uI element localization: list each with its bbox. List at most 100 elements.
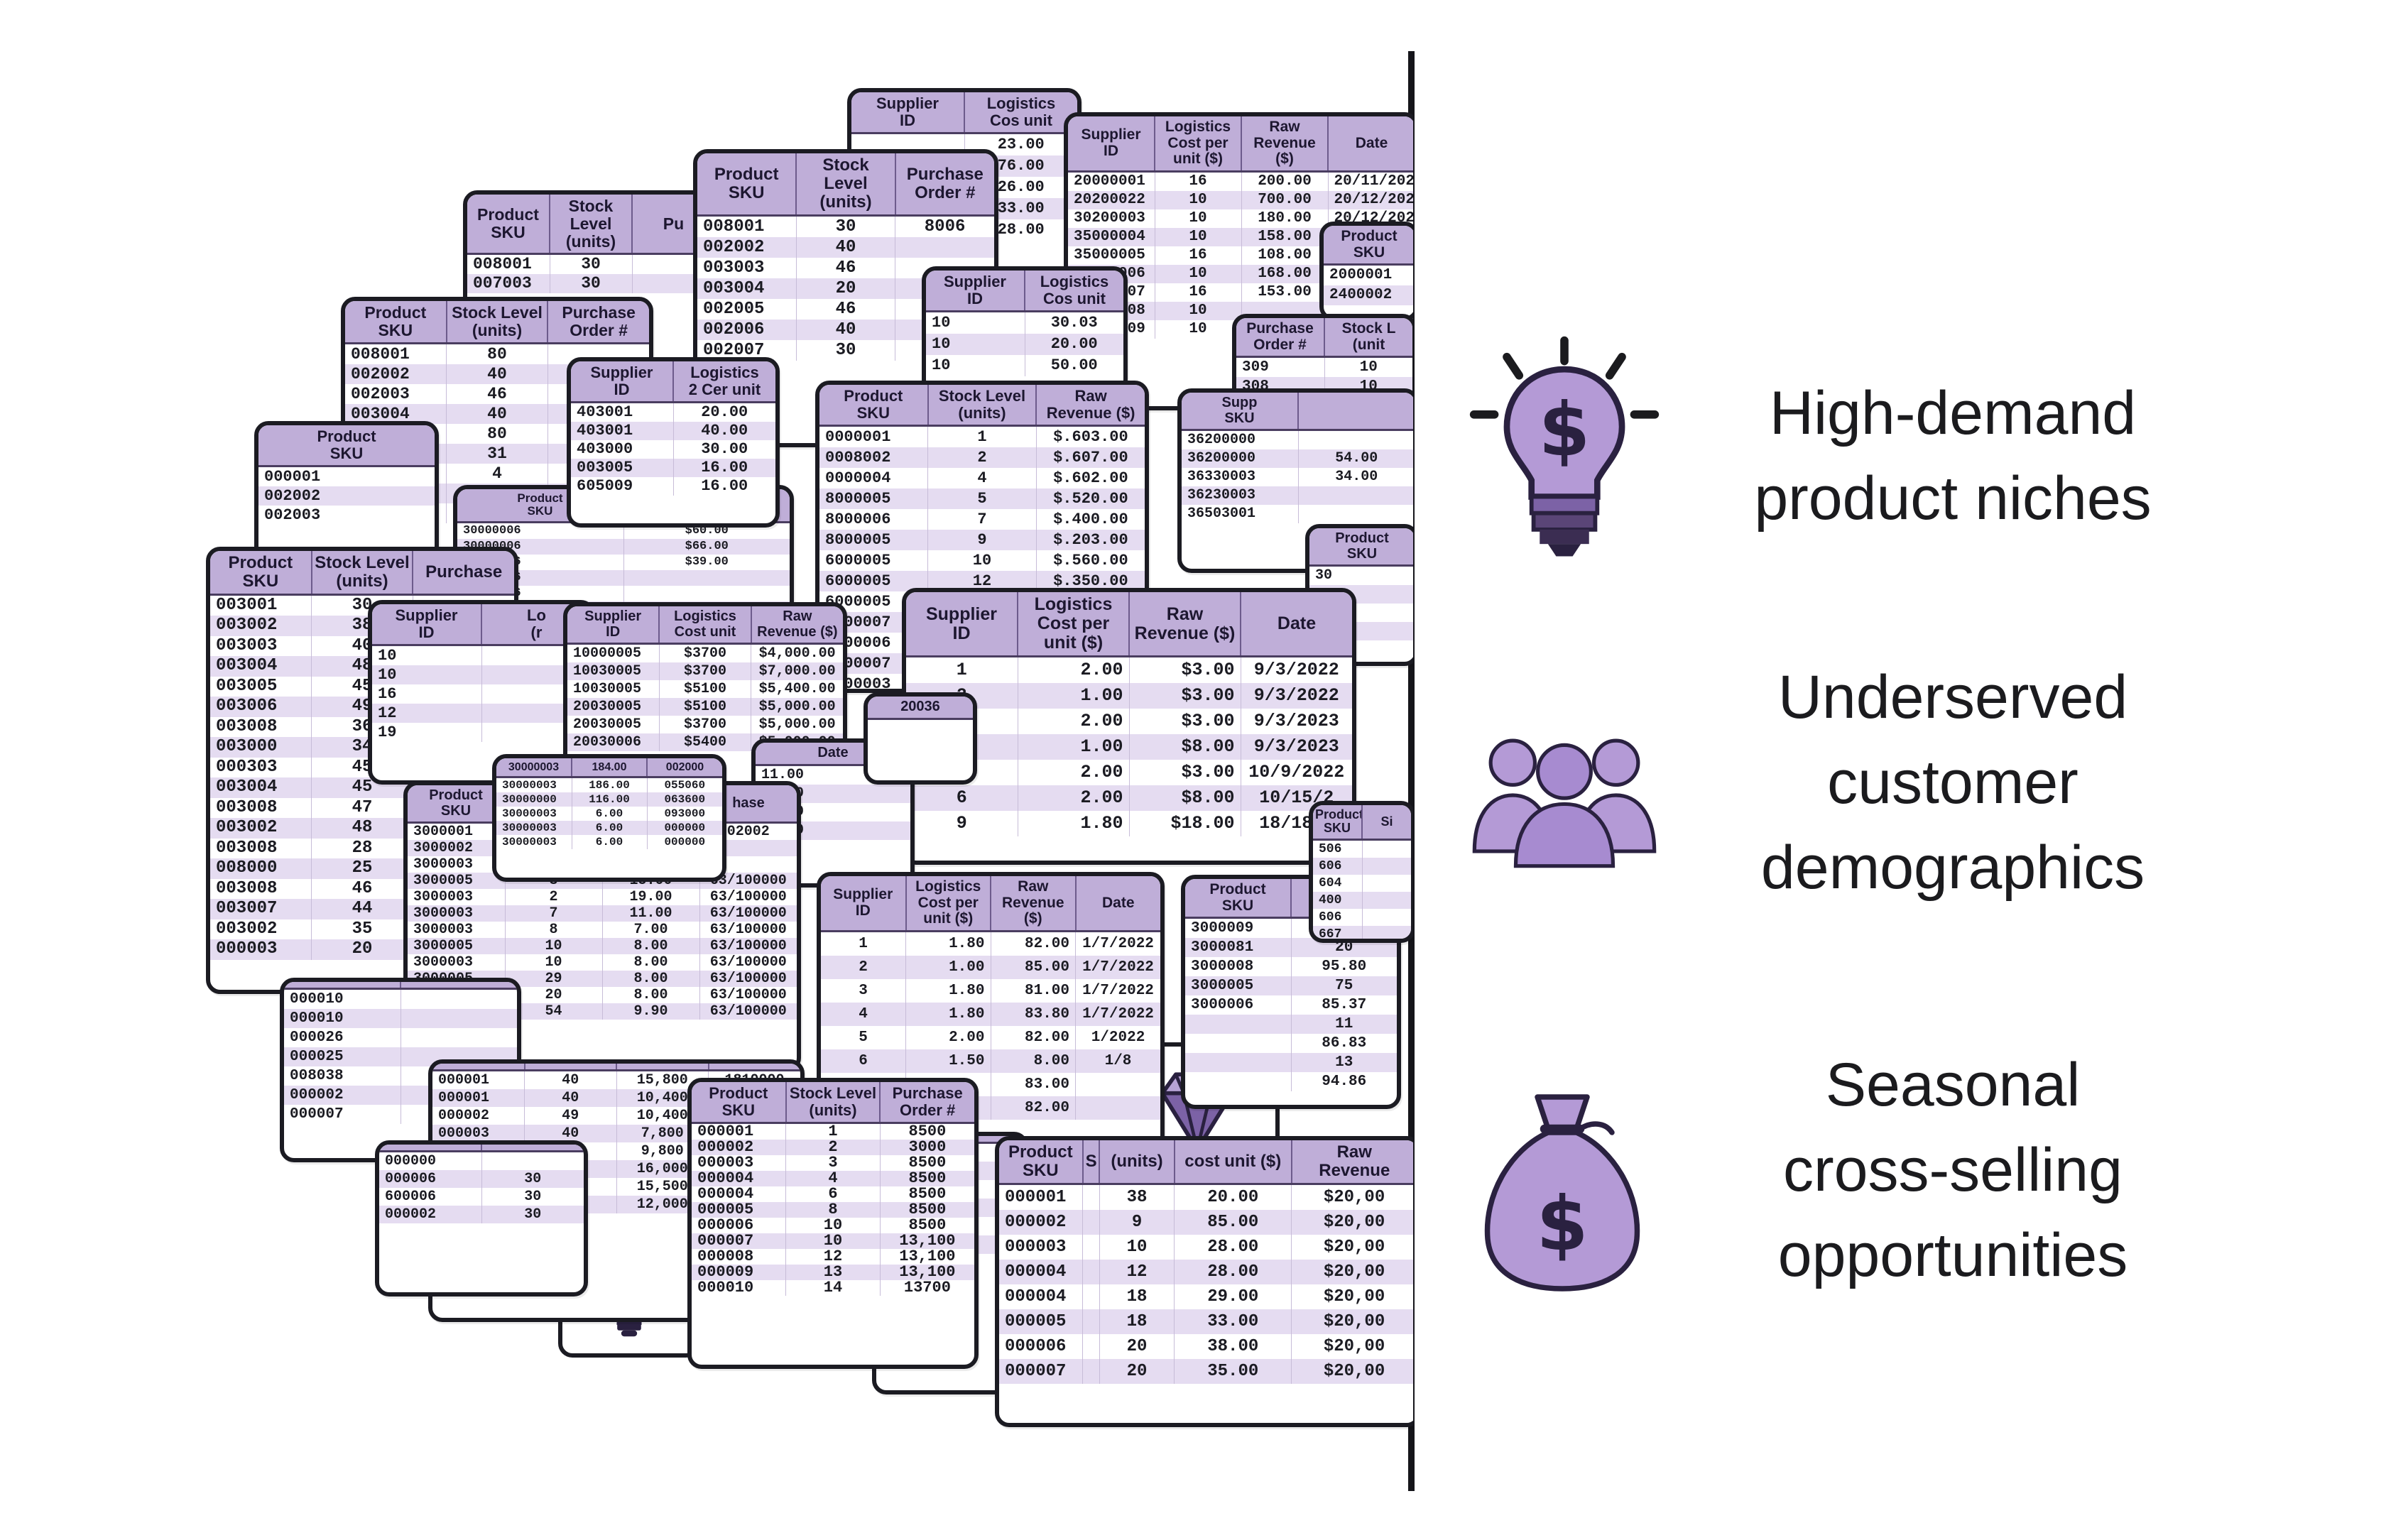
table-cell: 10 xyxy=(926,333,1025,355)
table-cell: 3000003 xyxy=(408,954,506,971)
table-cell: 003006 xyxy=(210,697,312,717)
table-cell xyxy=(1082,1209,1100,1235)
table-cell: 63/100000 xyxy=(699,971,797,988)
table-cell: 2.00 xyxy=(1018,785,1130,811)
table-cell: 44 xyxy=(311,899,413,919)
table-cell: 18 xyxy=(1099,1309,1175,1334)
table-row: 008038 xyxy=(284,1066,517,1086)
table-cell: 85.00 xyxy=(991,956,1076,980)
table-cell: 2 xyxy=(821,956,906,980)
column-header: Logistics Cos unit xyxy=(1025,271,1123,312)
column-header: Supplier ID xyxy=(567,606,660,645)
table-cell: 000001 xyxy=(432,1070,525,1089)
table-cell: $3.00 xyxy=(1129,760,1241,785)
column-header: Product SKU xyxy=(210,551,312,596)
table-cell: 6.00 xyxy=(572,821,648,836)
table-cell: 29.00 xyxy=(1174,1284,1292,1309)
table-row: 36503001 xyxy=(1182,505,1413,524)
table-cell: 6000005 xyxy=(819,550,929,571)
table-cell: 26.00 xyxy=(997,178,1045,196)
table-row: 2400002 xyxy=(1324,285,1413,306)
table-cell: 10 xyxy=(927,550,1037,571)
table-cell: $20,00 xyxy=(1323,1237,1385,1257)
table-row: 604 xyxy=(1313,874,1411,892)
table-cell: 6 xyxy=(821,1049,906,1074)
column-header: (units) xyxy=(1099,1140,1175,1185)
table-cell xyxy=(623,569,790,586)
table-cell xyxy=(1298,430,1413,450)
table-cell: 10 xyxy=(1155,265,1242,284)
svg-text:$: $ xyxy=(1539,387,1591,474)
table-cell: 8006 xyxy=(924,217,966,236)
table-cell: 506 xyxy=(1313,839,1363,858)
table-cell: 002003 xyxy=(345,383,447,404)
column-header: Raw Revenue ($) xyxy=(991,876,1077,933)
column-header: Product SKU xyxy=(1313,805,1363,841)
table-cell: 002002 xyxy=(258,486,435,506)
table-cell: $5,000.00 xyxy=(751,698,843,716)
table-cell: 16 xyxy=(1155,283,1242,302)
table-cell: 8500 xyxy=(880,1201,974,1218)
table-row xyxy=(868,719,973,737)
table-cell: 20 xyxy=(1099,1358,1175,1384)
table-cell: 1.80 xyxy=(905,931,991,956)
table-cell: 6.00 xyxy=(572,835,648,850)
table-cell: 54 xyxy=(505,1003,603,1020)
table-cell: 003004 xyxy=(210,656,312,677)
column-header: Logistics 2 Cer unit xyxy=(673,361,775,403)
table-cell: 6 xyxy=(906,785,1018,811)
column-header xyxy=(1298,393,1413,432)
table-cell: 10/15/2 xyxy=(1241,785,1352,811)
table-cell: 003008 xyxy=(210,878,312,900)
column-header: 20036 xyxy=(868,697,973,720)
column-header: Stock Level (units) xyxy=(311,551,414,596)
table-cell: 46 xyxy=(796,257,896,278)
table-cell: 10 xyxy=(1359,359,1378,376)
table-cell: 63/100000 xyxy=(699,938,797,955)
table-cell: 093000 xyxy=(664,807,706,821)
table-row: 16 xyxy=(372,684,591,704)
table-cell: 3000005 xyxy=(408,938,506,955)
table-cell xyxy=(481,1152,584,1171)
table-cell: 20030006 xyxy=(567,733,660,752)
table-cell: 2 xyxy=(927,447,1037,468)
table-cell: 40 xyxy=(524,1089,617,1107)
table-row: 000025 xyxy=(284,1047,517,1066)
spreadsheet-card: 20036 xyxy=(863,692,977,785)
table-cell: 80 xyxy=(446,343,548,364)
table-cell: 002006 xyxy=(697,319,797,340)
table-cell: 700.00 xyxy=(1241,191,1329,210)
table-cell: 10 xyxy=(1155,191,1242,210)
table-cell: 667 xyxy=(1313,925,1363,939)
table-cell: 86.83 xyxy=(1322,1035,1367,1052)
column-header: Purchase Order # xyxy=(880,1082,974,1124)
table-cell xyxy=(1076,1073,1161,1096)
table-cell: 003008 xyxy=(210,716,312,738)
table-cell: 8.00 xyxy=(602,954,700,971)
table-cell: 1.80 xyxy=(905,1003,991,1027)
column-header: Product SKU xyxy=(408,785,506,824)
table-cell: 10 xyxy=(372,665,482,684)
table-cell: 10030005 xyxy=(567,680,660,699)
